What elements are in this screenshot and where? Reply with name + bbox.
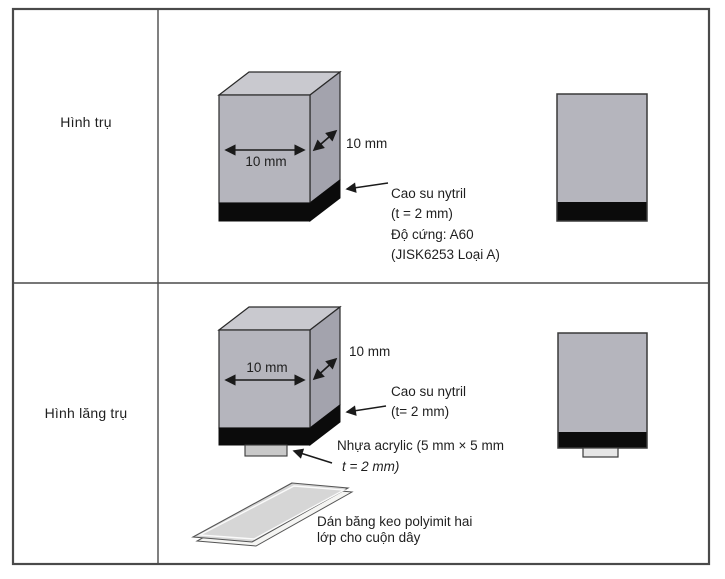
cube2-width-dim-label: 10 mm [246,360,288,375]
tape-note-line1: Dán băng keo polyimit hai [317,514,473,529]
cube1-front-face [218,94,311,204]
cube2-acrylic-tab [244,444,288,457]
front-view-2-tab [582,447,619,458]
tape-plate-highlight [197,485,347,540]
rubber-note-1: Cao su nytril (t = 2 mm) [391,184,466,224]
front-view-1-outline [556,93,648,222]
hardness-note-line1: Độ cứng: A60 [391,227,474,242]
cube2-depth-dim-label: 10 mm [349,344,391,359]
tape-plate-top [191,482,350,543]
tape-note-line2: lớp cho cuộn dây [317,530,421,545]
rubber-note-1-line1: Cao su nytril [391,186,467,201]
rubber-note-1-line2: (t = 2 mm) [391,206,453,221]
cube2-acrylic-pointer-arrow [292,448,333,464]
cube1-rubber-front [218,202,311,222]
front-view-2-rubber [558,432,647,448]
front-view-2 [557,332,648,458]
rubber-note-2-line2: (t= 2 mm) [391,404,450,419]
front-view-1-rubber [557,202,647,221]
cube2-drawing [217,305,387,464]
front-view-1 [556,93,648,222]
hardness-note-line2: (JISK6253 Loại A) [391,247,500,262]
cube1-rubber-pointer-arrow [345,182,389,193]
cube1-drawing [217,70,389,223]
acrylic-note-line2: t = 2 mm) [342,459,400,474]
front-view-2-body [558,333,647,448]
hardness-note: Độ cứng: A60 (JISK6253 Loại A) [391,225,500,265]
acrylic-note: Nhựa acrylic (5 mm × 5 mm t = 2 mm) [337,435,504,477]
cube2-depth-arrow [312,357,338,381]
cube2-rubber-front [218,427,311,446]
cube1-depth-arrow [312,129,338,152]
table-border [11,7,711,566]
row1-shape-label: Hình trụ [60,114,112,130]
row2-shape-label: Hình lăng trụ [44,405,128,421]
front-view-1-body [557,94,647,221]
cube2-front-face [218,329,311,429]
cube2-rubber-pointer-arrow [345,405,387,416]
rubber-note-2: Cao su nytril (t= 2 mm) [391,382,466,422]
rubber-note-2-line1: Cao su nytril [391,384,467,399]
tape-plate [191,482,354,547]
cube1-width-dim-label: 10 mm [245,154,287,169]
acrylic-note-line1: Nhựa acrylic (5 mm × 5 mm [337,438,504,453]
cube1-depth-dim-label: 10 mm [346,136,388,151]
tape-note: Dán băng keo polyimit hai lớp cho cuộn d… [317,514,472,546]
